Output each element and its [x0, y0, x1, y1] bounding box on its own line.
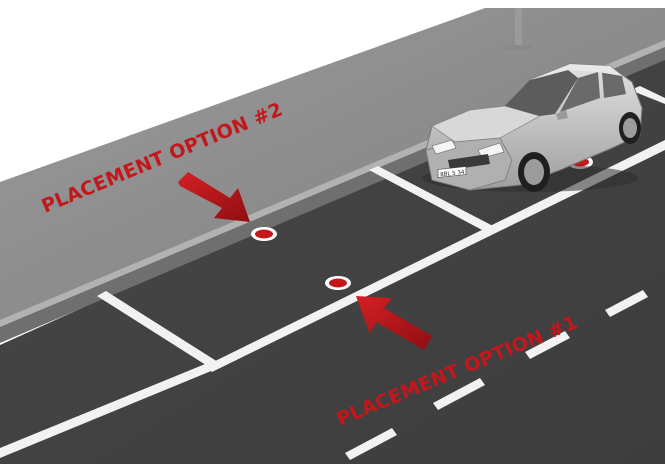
sensor-marker-option-1	[325, 276, 351, 290]
sensor-marker-option-2	[251, 227, 277, 241]
pole	[515, 8, 522, 46]
